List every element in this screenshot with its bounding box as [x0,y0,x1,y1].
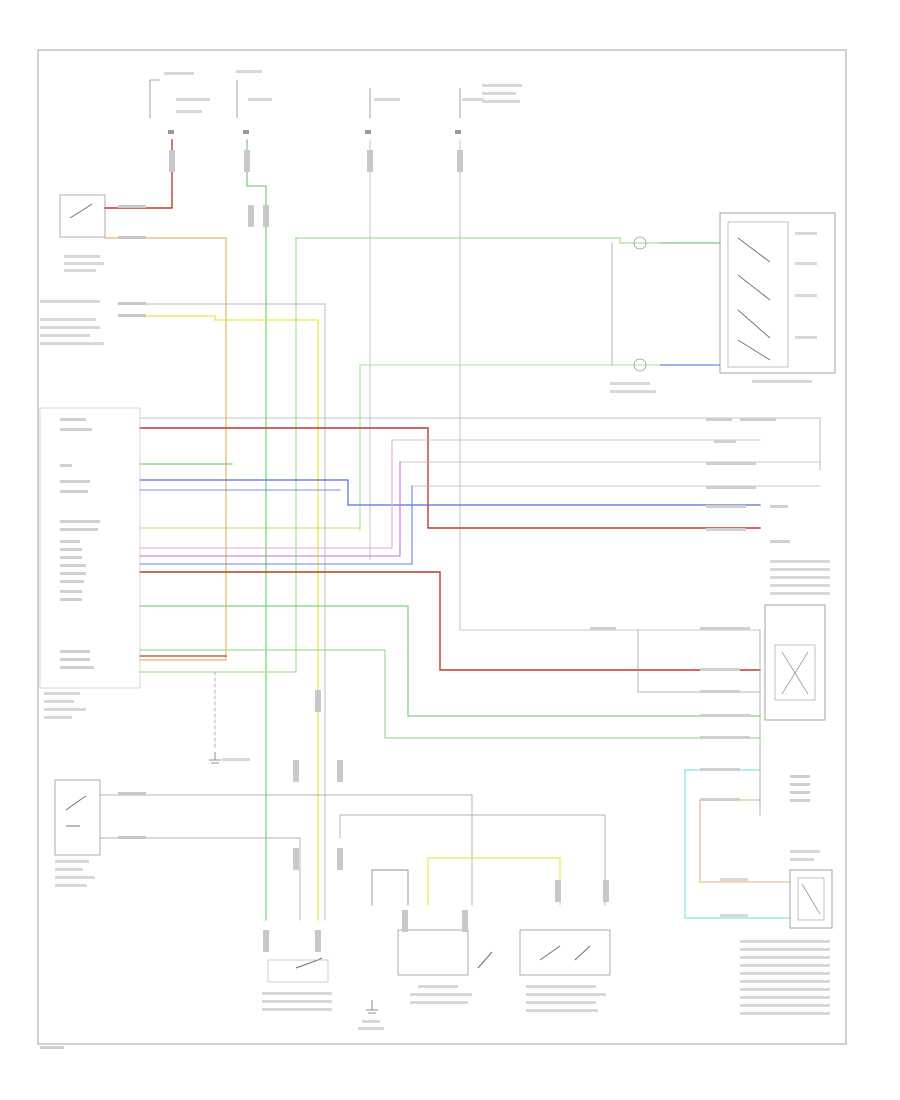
brake-switch-lower [54,779,101,887]
wire-markers [118,150,609,952]
wire-gray-fuse4 [459,139,761,631]
motor-icon [781,651,809,695]
diagram-frame [37,49,847,1045]
wire-gray-lower2 [99,837,301,921]
module-pin-labels [60,418,100,669]
wire-yellow [139,315,319,921]
right-pin-labels [590,418,810,802]
switch-icon [69,203,93,219]
switch-icon [539,945,591,961]
connector-icon [633,236,647,250]
fuse-connectors [168,130,461,134]
wire-blue-3 [139,485,413,565]
wire-red-rail [139,427,761,529]
fuse-block-1 [149,79,160,118]
brake-switch-top [59,194,106,272]
switch-icon [737,237,771,361]
wire-magenta [139,461,401,557]
wire-yellow-clutch [427,857,561,906]
connector-icon [243,130,249,134]
footer-mark [40,1046,64,1049]
wire-pink-1 [139,439,393,549]
wire-blue-1 [139,479,761,506]
wire-gray-lower3 [339,814,606,906]
connector-icon [455,130,461,134]
wire-gray-motor [637,629,761,693]
wire-red-motor [139,571,761,671]
switch-icon [477,951,493,969]
power-sources [149,79,461,118]
wire-gray-rail1 [139,417,821,471]
wire-red-fuse1 [104,139,173,209]
wire-cyan [684,769,791,919]
power-labels [164,70,522,113]
wire-green-lower [139,649,761,739]
wire-orange-sensor [699,799,791,883]
switch-icon [65,795,87,827]
wire-green-fuse2 [246,139,267,921]
wires [99,139,821,921]
connector-icon [365,130,371,134]
cruise-actuator [764,560,830,721]
wire-green-down [139,237,297,673]
wire-lgreen-cruise-lower [359,364,721,531]
wire-green-cruise [295,237,721,244]
cruise-control-module [39,300,141,719]
ground-icon [366,1000,378,1014]
ground-icon [209,752,221,764]
connector-icon [168,130,174,134]
wire-orange-brake [104,237,227,661]
wire-green-motor [139,605,761,717]
wire-gray-lower1 [99,794,473,906]
pressure-sensor [720,850,833,1015]
bottom-components [209,752,611,1030]
wire-gray-box [371,869,409,906]
switch-icon [295,957,323,969]
wire-gray-top [139,303,326,921]
connector-icon [633,358,647,372]
cruise-control-switch [610,212,836,393]
